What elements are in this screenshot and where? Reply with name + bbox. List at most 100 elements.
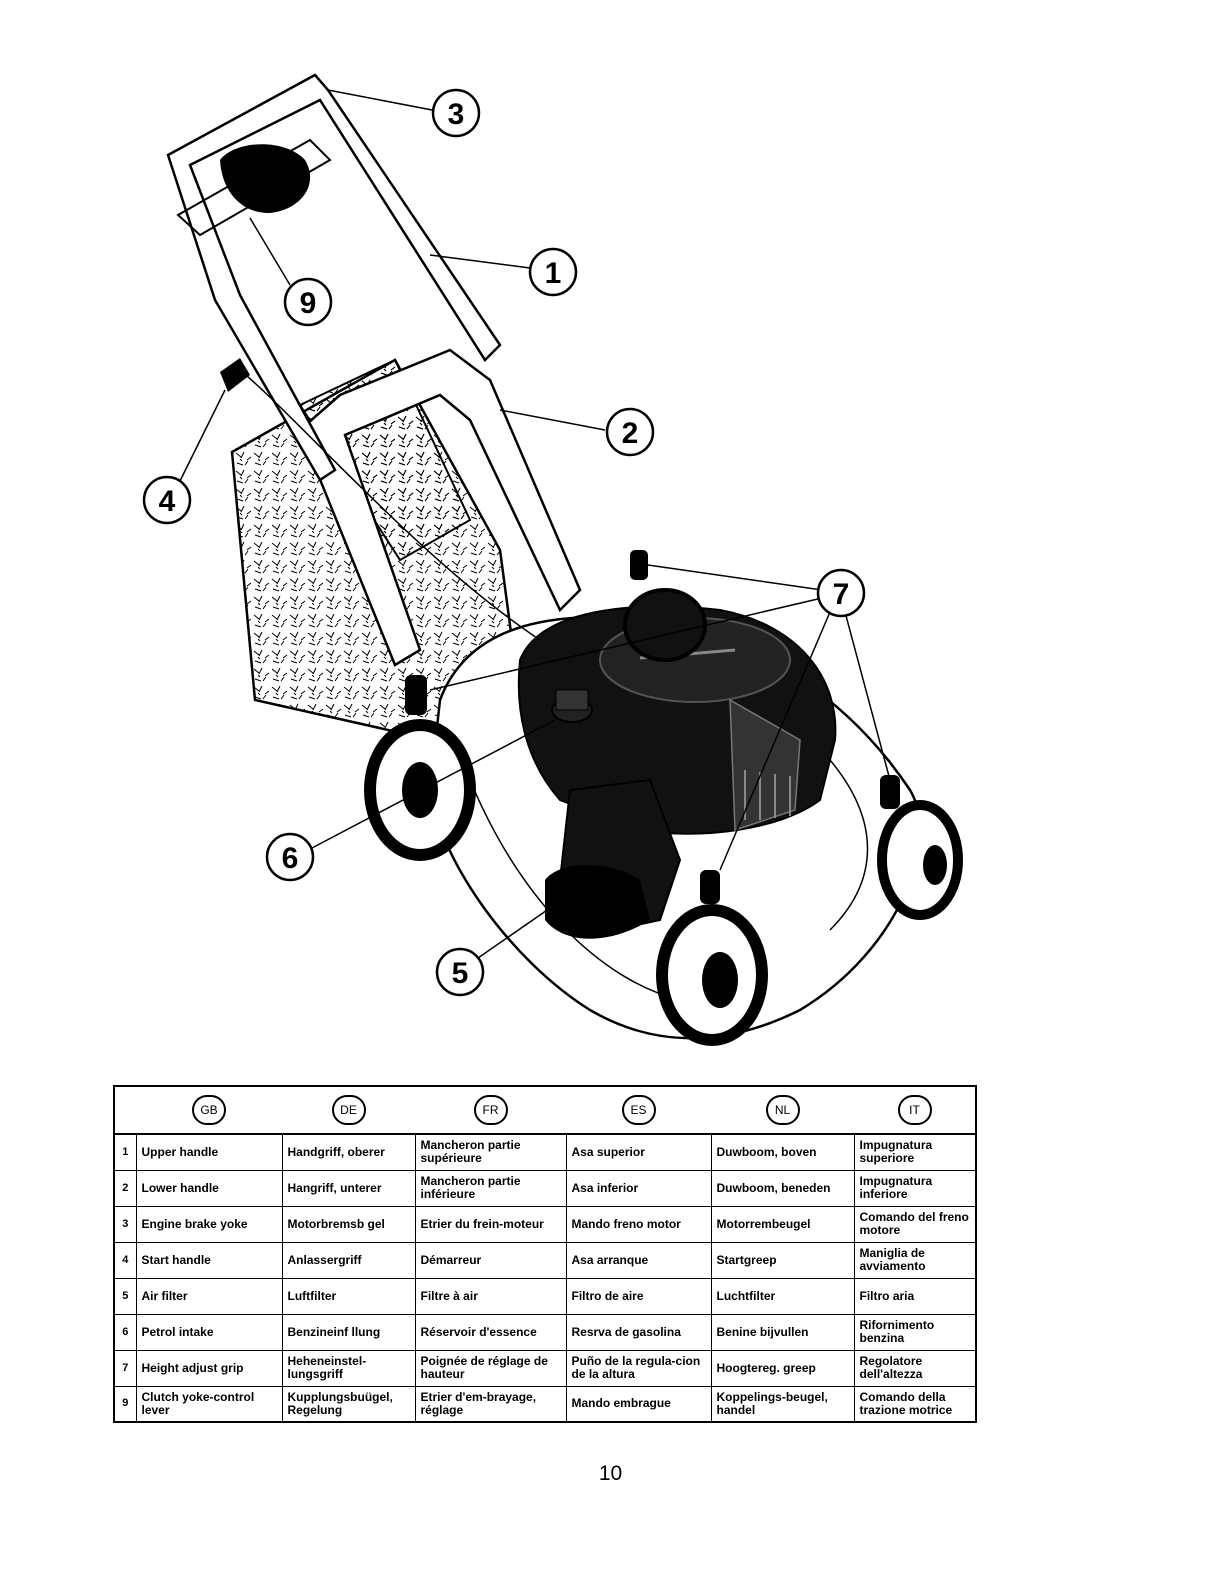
language-header-row: GB DE FR ES NL IT <box>113 1085 977 1135</box>
row-number: 2 <box>113 1169 137 1207</box>
lang-badge-fr: FR <box>473 1095 508 1125</box>
cell-es: Asa inferior <box>565 1169 712 1207</box>
svg-text:4: 4 <box>159 485 176 518</box>
row-number: 9 <box>113 1385 137 1423</box>
table-row: 5 Air filter Luftfilter Filtre à air Fil… <box>113 1277 977 1315</box>
cell-it: Rifornimento benzina <box>853 1313 977 1351</box>
lang-badge-gb: GB <box>192 1095 226 1125</box>
cell-gb: Engine brake yoke <box>135 1205 283 1243</box>
cell-es: Puño de la regula-cion de la altura <box>565 1349 712 1387</box>
callout-2: 2 <box>605 407 655 457</box>
cell-de: Heheneinstel-lungsgriff <box>281 1349 416 1387</box>
cell-fr: Réservoir d'essence <box>414 1313 567 1351</box>
rear-right-wheel <box>623 588 707 662</box>
cell-nl: Benine bijvullen <box>710 1313 855 1351</box>
cell-nl: Luchtfilter <box>710 1277 855 1315</box>
cell-it: Comando della trazione motrice <box>853 1385 977 1423</box>
callout-5: 5 <box>435 947 485 997</box>
table-row: 9 Clutch yoke-control lever Kupplungsbuü… <box>113 1385 977 1423</box>
cell-nl: Duwboom, boven <box>710 1133 855 1171</box>
callout-3: 3 <box>431 88 481 138</box>
cell-fr: Poignée de réglage de hauteur <box>414 1349 567 1387</box>
leader-lines <box>177 89 891 959</box>
lang-header-gb: GB <box>136 1085 282 1135</box>
cell-it: Impugnatura superiore <box>853 1133 977 1171</box>
cell-it: Comando del freno motore <box>853 1205 977 1243</box>
cell-de: Handgriff, oberer <box>281 1133 416 1171</box>
callout-7: 7 <box>816 568 866 618</box>
cell-fr: Etrier du frein-moteur <box>414 1205 567 1243</box>
svg-text:2: 2 <box>622 417 639 450</box>
table-row: 1 Upper handle Handgriff, oberer Mancher… <box>113 1133 977 1171</box>
lang-header-nl: NL <box>711 1085 854 1135</box>
lang-badge-de: DE <box>331 1095 366 1125</box>
lang-badge-it: IT <box>897 1095 932 1125</box>
cell-es: Resrva de gasolina <box>565 1313 712 1351</box>
front-left-wheel <box>656 904 768 1046</box>
parts-translation-table: GB DE FR ES NL IT 1 Upper handle Handgri… <box>113 1085 977 1423</box>
lawn-mower-diagram: 3 1 9 2 4 7 6 5 <box>142 73 963 1046</box>
svg-text:6: 6 <box>282 842 299 875</box>
cell-nl: Hoogtereg. greep <box>710 1349 855 1387</box>
cell-nl: Duwboom, beneden <box>710 1169 855 1207</box>
cell-nl: Startgreep <box>710 1241 855 1279</box>
front-right-wheel <box>877 800 963 920</box>
svg-text:9: 9 <box>300 287 317 320</box>
svg-text:7: 7 <box>833 578 850 611</box>
callout-6: 6 <box>265 832 315 882</box>
row-number: 1 <box>113 1133 137 1171</box>
cell-fr: Etrier d'em-brayage, réglage <box>414 1385 567 1423</box>
cell-es: Filtro de aire <box>565 1277 712 1315</box>
page-number: 10 <box>598 1462 623 1485</box>
cell-de: Benzineinf llung <box>281 1313 416 1351</box>
upper-handle <box>166 73 502 482</box>
cell-gb: Petrol intake <box>135 1313 283 1351</box>
cell-it: Regolatore dell'altezza <box>853 1349 977 1387</box>
row-number: 4 <box>113 1241 137 1279</box>
rear-left-wheel <box>364 719 476 861</box>
row-number: 6 <box>113 1313 137 1351</box>
svg-text:1: 1 <box>545 257 562 290</box>
cell-gb: Air filter <box>135 1277 283 1315</box>
start-handle <box>220 358 541 641</box>
lang-header-de: DE <box>282 1085 415 1135</box>
table-row: 6 Petrol intake Benzineinf llung Réservo… <box>113 1313 977 1351</box>
cell-fr: Mancheron partie inférieure <box>414 1169 567 1207</box>
cell-de: Kupplungsbuügel, Regelung <box>281 1385 416 1423</box>
height-adjust-grips <box>405 550 900 904</box>
lower-handle <box>298 348 582 667</box>
svg-text:5: 5 <box>452 957 469 990</box>
cell-es: Asa arranque <box>565 1241 712 1279</box>
cell-fr: Filtre à air <box>414 1277 567 1315</box>
lang-badge-es: ES <box>621 1095 656 1125</box>
callout-9: 9 <box>283 277 333 327</box>
table-row: 2 Lower handle Hangriff, unterer Mancher… <box>113 1169 977 1207</box>
cell-gb: Clutch yoke-control lever <box>135 1385 283 1423</box>
row-number: 5 <box>113 1277 137 1315</box>
cell-it: Maniglia de avviamento <box>853 1241 977 1279</box>
cell-es: Asa superior <box>565 1133 712 1171</box>
cell-de: Anlassergriff <box>281 1241 416 1279</box>
row-number: 3 <box>113 1205 137 1243</box>
cell-de: Motorbremsb gel <box>281 1205 416 1243</box>
table-row: 3 Engine brake yoke Motorbremsb gel Etri… <box>113 1205 977 1243</box>
clutch-control-box <box>220 144 311 214</box>
lang-badge-nl: NL <box>765 1095 800 1125</box>
callout-1: 1 <box>528 247 578 297</box>
callout-4: 4 <box>142 475 192 525</box>
row-number: 7 <box>113 1349 137 1387</box>
lang-header-it: IT <box>854 1085 977 1135</box>
cell-fr: Mancheron partie supérieure <box>414 1133 567 1171</box>
cell-gb: Height adjust grip <box>135 1349 283 1387</box>
table-row: 4 Start handle Anlassergriff Démarreur A… <box>113 1241 977 1279</box>
table-row: 7 Height adjust grip Heheneinstel-lungsg… <box>113 1349 977 1387</box>
lang-header-fr: FR <box>415 1085 566 1135</box>
petrol-cap <box>551 689 593 723</box>
lang-header-es: ES <box>566 1085 711 1135</box>
header-empty-cell <box>113 1085 136 1135</box>
cell-es: Mando freno motor <box>565 1205 712 1243</box>
cell-nl: Koppelings-beugel, handel <box>710 1385 855 1423</box>
cell-fr: Démarreur <box>414 1241 567 1279</box>
cell-it: Filtro aria <box>853 1277 977 1315</box>
cell-gb: Start handle <box>135 1241 283 1279</box>
